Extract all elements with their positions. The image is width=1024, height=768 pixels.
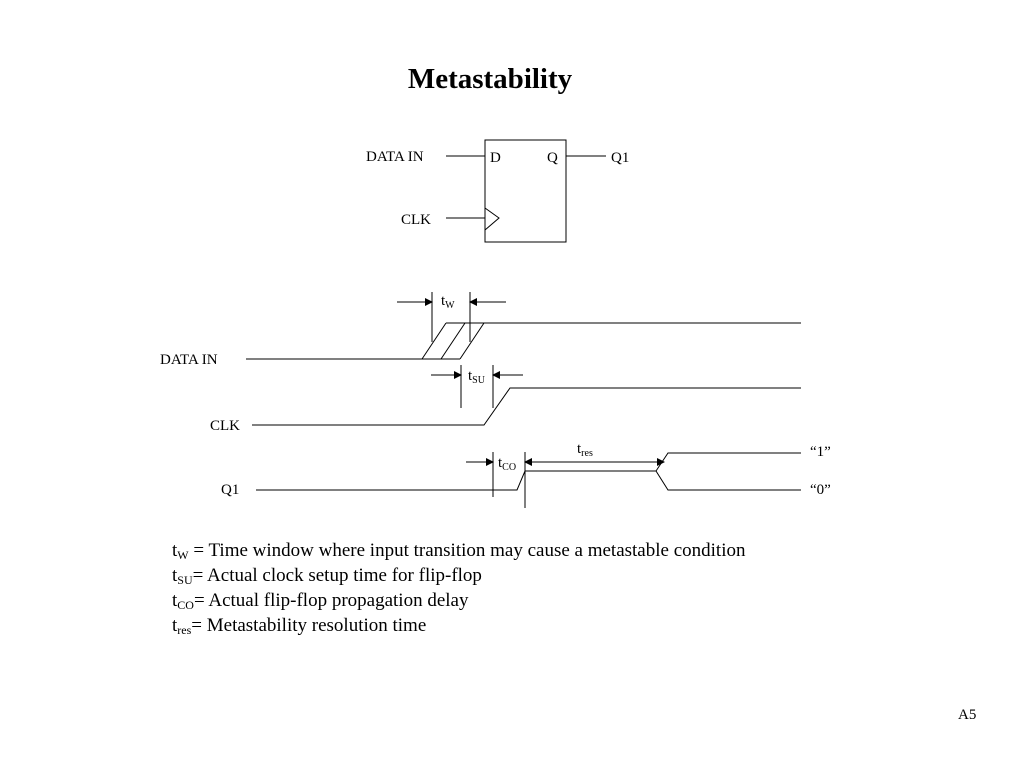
legend-text: = Metastability resolution time (191, 615, 427, 636)
tres-marker: tres (524, 441, 665, 466)
legend-item-tw: tW = Time window where input transition … (172, 538, 972, 563)
tw-marker: tW (397, 292, 506, 342)
timing-q1-label: Q1 (221, 482, 239, 498)
legend-text: = Actual clock setup time for flip-flop (192, 565, 482, 586)
tw-label: tW (441, 293, 455, 311)
pin-d-label: D (490, 150, 501, 166)
legend: tW = Time window where input transition … (172, 538, 972, 638)
tco-label: tCO (498, 455, 516, 473)
timing-clk-label: CLK (210, 418, 240, 434)
legend-text: = Actual flip-flop propagation delay (193, 590, 469, 611)
state-zero-label: “0” (810, 482, 831, 498)
ff-output-label: Q1 (611, 150, 629, 166)
tsu-label: tSU (468, 368, 486, 386)
tco-marker: tCO (466, 452, 526, 508)
flip-flop-block: DATA IN CLK D Q Q1 (366, 139, 629, 243)
legend-symbol: tres (172, 615, 192, 637)
data-in-waveform: DATA IN (160, 322, 801, 368)
legend-symbol: tW (172, 540, 189, 562)
legend-symbol: tSU (172, 565, 193, 587)
legend-item-tres: tres= Metastability resolution time (172, 613, 972, 638)
timing-data-in-label: DATA IN (160, 352, 218, 368)
page-title: Metastability (408, 63, 573, 95)
q1-waveform: Q1 “1” “0” (221, 444, 831, 498)
tsu-marker: tSU (431, 365, 523, 408)
clk-waveform: CLK (210, 387, 801, 434)
ff-clk-label: CLK (401, 212, 431, 228)
legend-item-tco: tCO= Actual flip-flop propagation delay (172, 588, 972, 613)
tres-label: tres (577, 441, 593, 459)
legend-item-tsu: tSU= Actual clock setup time for flip-fl… (172, 563, 972, 588)
page-number: A5 (958, 707, 977, 723)
pin-q-label: Q (547, 150, 558, 166)
legend-text: = Time window where input transition may… (188, 540, 746, 561)
state-one-label: “1” (810, 444, 831, 460)
clock-triangle-icon (484, 207, 500, 231)
ff-data-in-label: DATA IN (366, 149, 424, 165)
flip-flop-box (484, 139, 567, 243)
legend-symbol: tCO (172, 590, 194, 612)
